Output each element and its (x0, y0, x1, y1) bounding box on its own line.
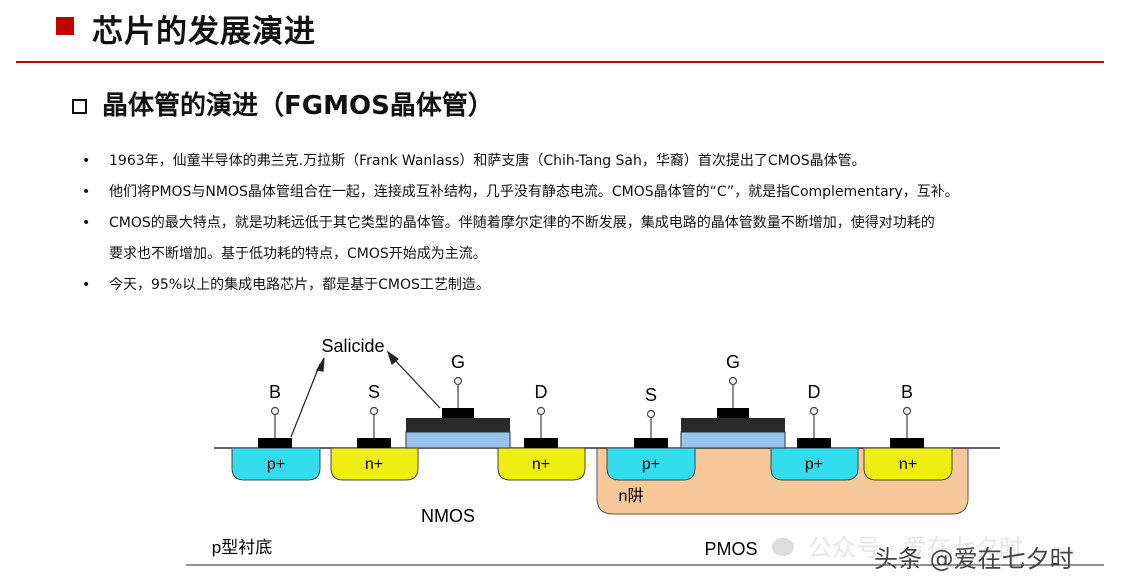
terminal-node (369, 406, 379, 416)
terminal-node (536, 406, 546, 416)
region-label: p+ (267, 456, 285, 473)
terminal-label: S (368, 382, 380, 402)
region-n-plus-nmos-drain (497, 447, 586, 481)
salicide-arrowhead (316, 357, 325, 372)
contact-pad (258, 438, 292, 448)
contact-pad (797, 438, 831, 448)
bullet-list: 1963年，仙童半导体的弗兰克.万拉斯（Frank Wanlass）和萨支唐（C… (82, 146, 1082, 301)
bullet-item: CMOS的最大特点，就是功耗远低于其它类型的晶体管。伴随着摩尔定律的不断发展，集… (82, 208, 1082, 270)
terminal-label: G (451, 352, 465, 372)
nmos-gate-contact (442, 408, 474, 418)
subtitle-marker (72, 99, 87, 114)
terminal-label: G (726, 352, 740, 372)
nmos-gate-poly (406, 418, 510, 432)
contact-pad (357, 438, 391, 448)
bullet-item: 1963年，仙童半导体的弗兰克.万拉斯（Frank Wanlass）和萨支唐（C… (82, 146, 1082, 177)
terminal-label: B (901, 382, 913, 402)
contact-pad (890, 438, 924, 448)
terminal-node (809, 406, 819, 416)
nmos-label: NMOS (421, 506, 475, 526)
salicide-label: Salicide (321, 336, 384, 356)
pmos-label: PMOS (704, 539, 757, 559)
terminal-node (902, 406, 912, 416)
nwell-label: n阱 (619, 487, 644, 505)
salicide-arrow-gate (391, 356, 441, 409)
region-label: n+ (532, 456, 550, 473)
pmos-gate-poly (681, 418, 785, 432)
watermark-faint: 公众号 · 爱在七夕时 (808, 534, 1023, 562)
bullet-item: 他们将PMOS与NMOS晶体管组合在一起，连接成互补结构，几乎没有静态电流。CM… (82, 177, 1082, 208)
bullet-item: 今天，95%以上的集成电路芯片，都是基于CMOS工艺制造。 (82, 270, 1082, 301)
region-n-plus-pmos-body (863, 447, 953, 481)
region-p-plus-pmos-drain (770, 447, 859, 481)
region-label: p+ (642, 456, 660, 473)
terminal-node (270, 406, 280, 416)
region-label: n+ (365, 456, 383, 473)
watermark-logo-icon (772, 538, 794, 556)
terminal-node (453, 376, 463, 386)
nmos-gate-oxide (405, 431, 511, 449)
salicide-arrowhead (386, 350, 399, 366)
region-p-plus-nmos-body (231, 447, 321, 481)
page-title: 芯片的发展演进 (92, 14, 316, 50)
title-divider (16, 61, 1104, 63)
terminal-label: D (808, 382, 821, 402)
region-label: p+ (805, 456, 823, 473)
terminal-node (728, 376, 738, 386)
pmos-gate-contact (717, 408, 749, 418)
terminal-label: D (535, 382, 548, 402)
terminal-node (646, 409, 656, 419)
region-label: n+ (899, 456, 917, 473)
region-p-plus-pmos-source (606, 447, 696, 481)
salicide-arrow-body (290, 363, 321, 438)
terminal-label: S (645, 385, 657, 405)
contact-pad (634, 438, 668, 448)
section-subtitle: 晶体管的演进（FGMOS晶体管） (102, 91, 494, 121)
terminal-label: B (269, 382, 281, 402)
title-marker (56, 17, 74, 35)
substrate-label: p型衬底 (212, 538, 272, 557)
contact-pad (524, 438, 558, 448)
pmos-gate-oxide (680, 431, 786, 449)
region-n-plus-nmos-source (330, 447, 419, 481)
watermark-overlay: 头条 @爱在七夕时 (874, 545, 1074, 573)
